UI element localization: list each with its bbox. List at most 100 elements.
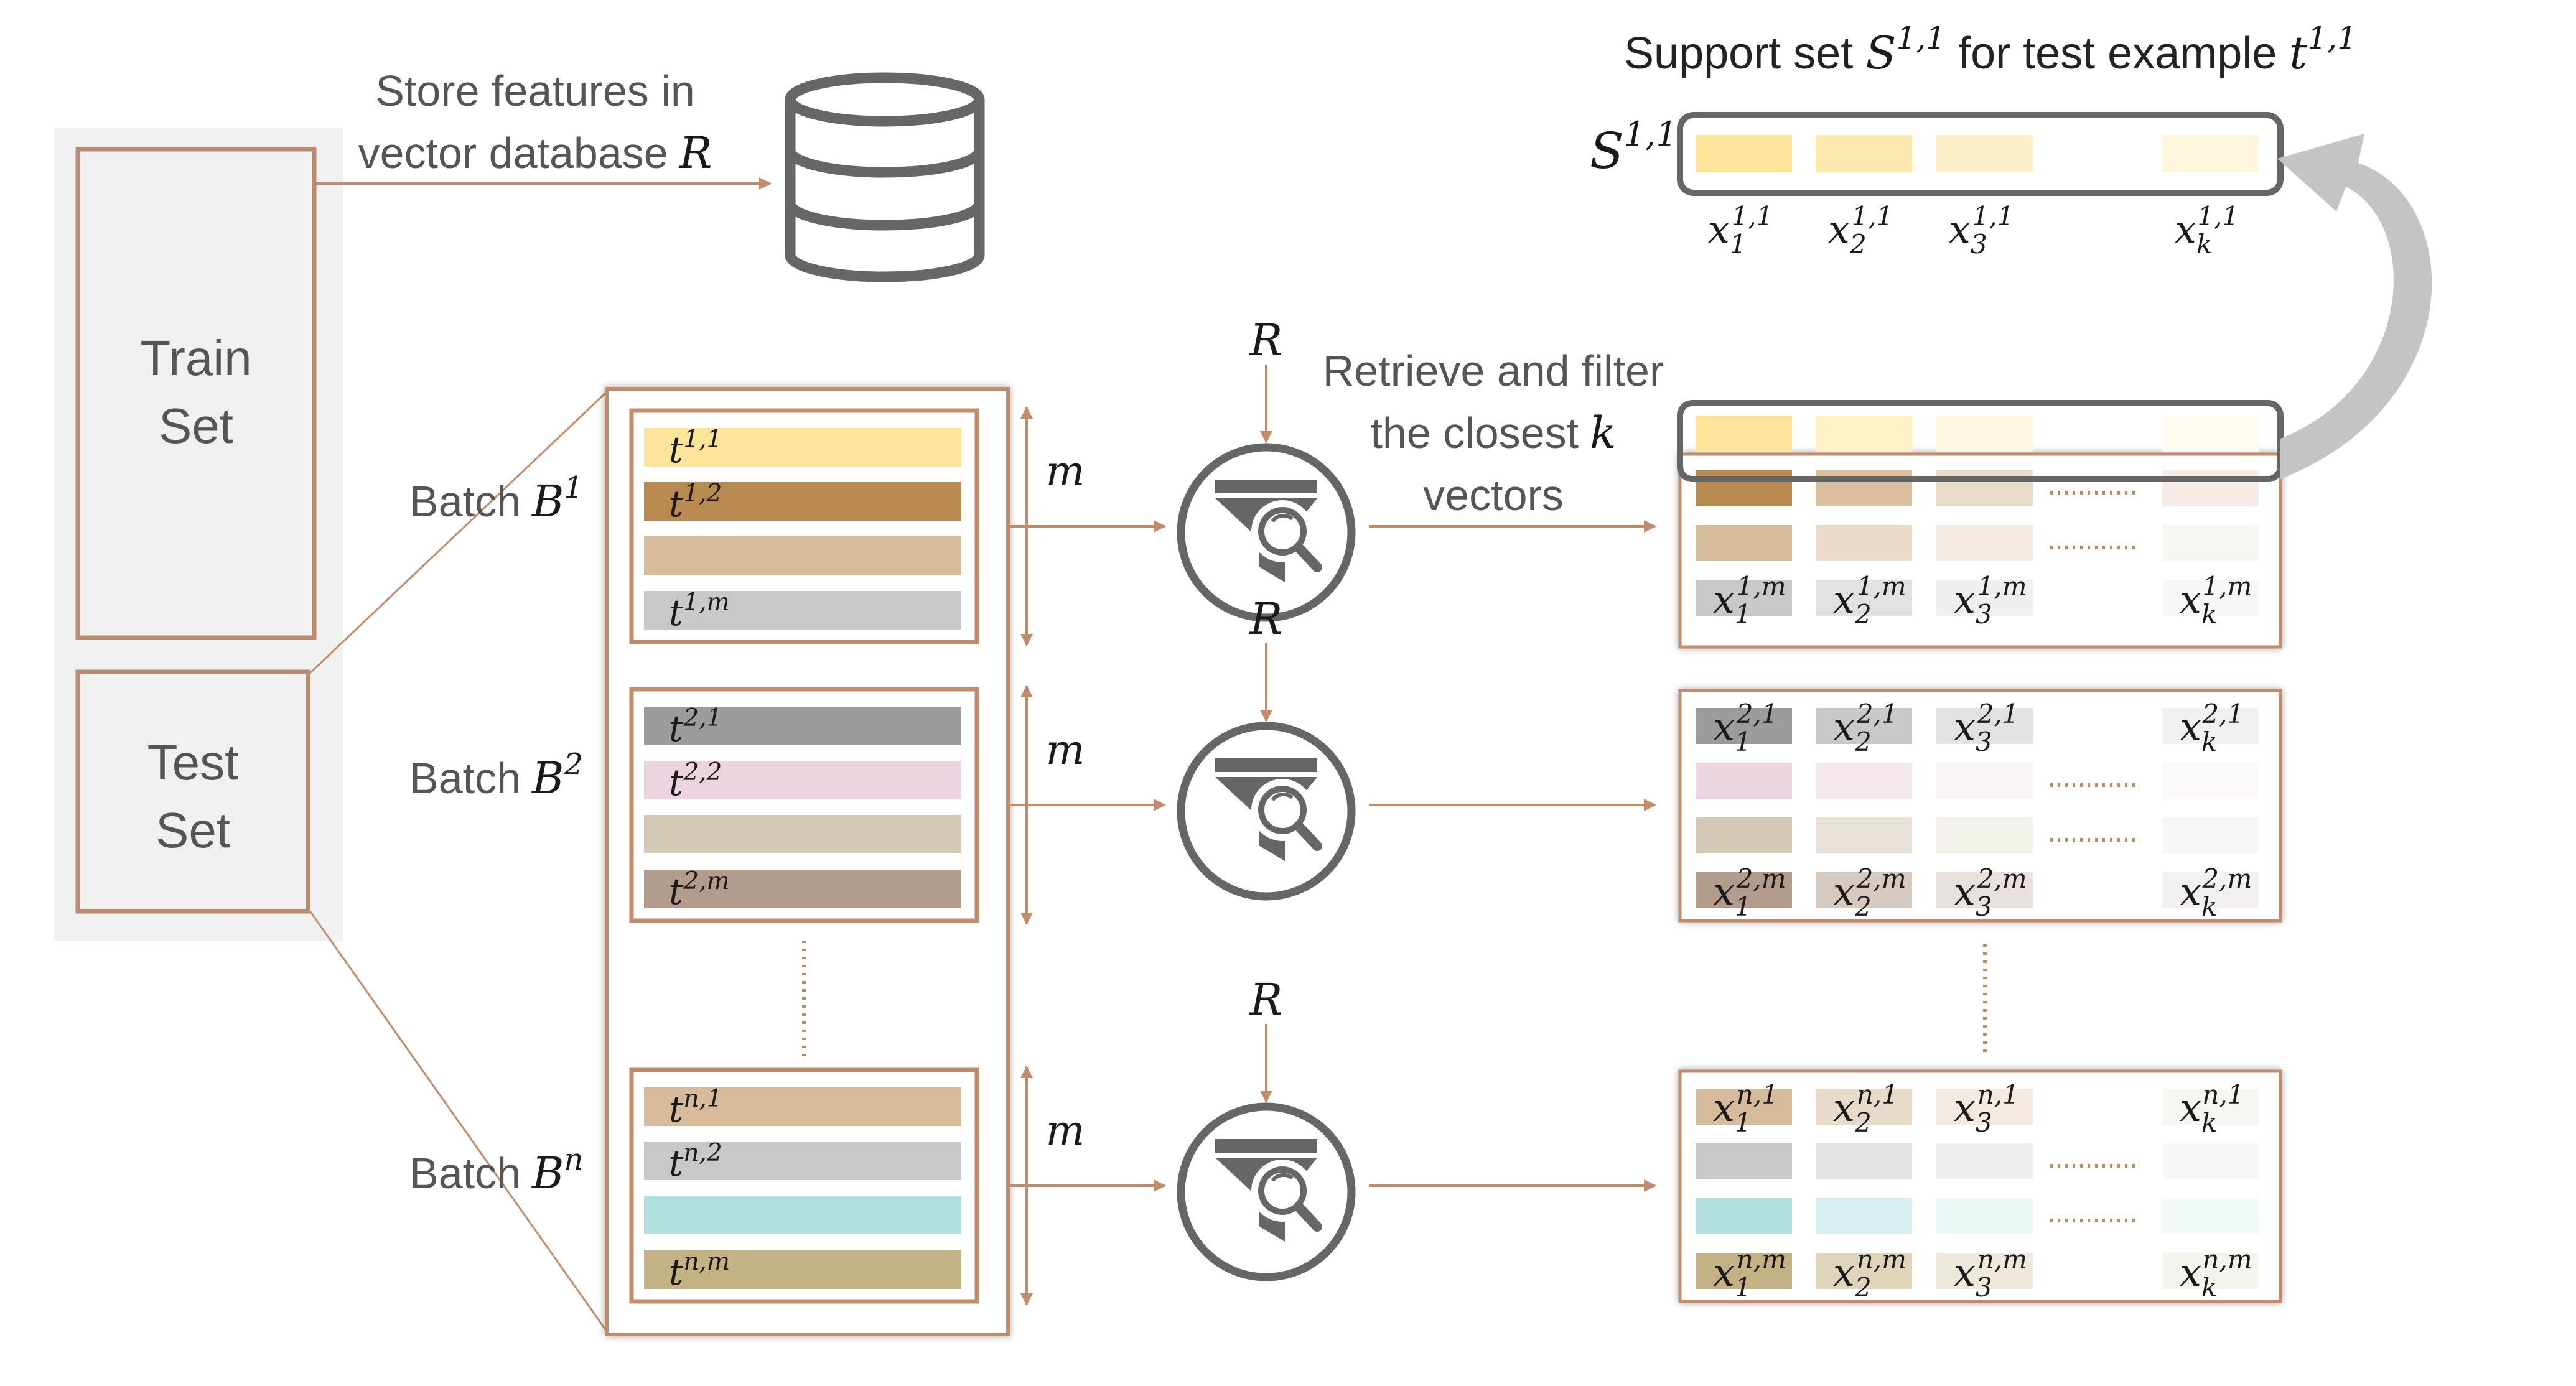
retrieved-vector-cell — [1936, 1089, 2033, 1125]
retrieved-vector-label: x1n,1 — [1713, 1079, 1778, 1138]
test-set-label-line2: Set — [156, 802, 230, 858]
retrieved-vector-cell — [1816, 470, 1912, 506]
support-vector-label: x31,1 — [1949, 201, 2014, 259]
retrieved-vector-cell — [1696, 817, 1792, 853]
retrieved-vector-cell — [1936, 763, 2033, 799]
store-caption-line1: Store features in — [375, 67, 695, 115]
retrieved-vector-label: x32,m — [1954, 863, 2027, 922]
batch-row-vector — [644, 482, 961, 521]
retrieved-vector-label: xkn,1 — [2180, 1079, 2244, 1138]
support-vector-cell — [2162, 135, 2259, 172]
batch-row-label: t1,1 — [669, 426, 722, 471]
retrieved-vector-cell — [1696, 1198, 1792, 1234]
database-ref-label: R — [1249, 315, 1283, 366]
retrieved-vector-label: xk2,m — [2180, 863, 2252, 922]
retrieved-vector-cell — [2162, 763, 2259, 799]
retrieved-vector-cell — [1696, 1253, 1792, 1289]
retrieved-vector-cell — [1696, 470, 1792, 506]
retrieved-vector-cell — [2162, 1198, 2259, 1234]
batch-row-label: tn,1 — [669, 1085, 722, 1130]
retrieved-vector-cell — [2162, 525, 2259, 561]
retrieved-vector-label: x2n,1 — [1833, 1079, 1898, 1138]
database-ref-label: R — [1249, 974, 1283, 1025]
retrieved-vector-cell — [1816, 580, 1912, 616]
retrieved-vector-cell — [1696, 763, 1792, 799]
retrieved-vector-label: x31,m — [1954, 571, 2027, 630]
batch-row-label: tn,m — [669, 1248, 730, 1293]
batch-row-vector — [644, 591, 961, 630]
retrieved-vector-label: x12,m — [1713, 863, 1786, 922]
retrieved-vector-cell — [1936, 580, 2033, 616]
retrieved-vector-cell — [1936, 1198, 2033, 1234]
filter-search-icon — [1181, 726, 1351, 896]
train-set-label-line2: Set — [159, 398, 233, 453]
batch-row-vector — [644, 815, 961, 853]
retrieved-vector-label: xk1,m — [2180, 571, 2252, 630]
retrieved-vector-cell — [1816, 1198, 1912, 1234]
batch-row-vector — [644, 707, 961, 745]
retrieved-vector-label: x2n,m — [1833, 1244, 1906, 1303]
retrieved-vector-cell — [2162, 872, 2259, 908]
train-set-label-line1: Train — [140, 330, 251, 386]
retrieved-vector-label: x12,1 — [1713, 699, 1778, 757]
retrieved-vector-cell — [2162, 817, 2259, 853]
batch-row-vector — [644, 761, 961, 799]
support-vector-label: x11,1 — [1708, 201, 1773, 259]
retrieved-vector-cell — [1936, 1253, 2033, 1289]
batch-row-label: t2,2 — [669, 758, 722, 804]
filter-search-icon — [1181, 447, 1351, 618]
batch-size-label: m — [1046, 447, 1085, 495]
batch-row-vector — [644, 1250, 961, 1289]
retrieved-vector-cell — [1696, 1089, 1792, 1125]
retrieved-vector-cell — [1816, 1253, 1912, 1289]
retrieve-caption-line1: Retrieve and filter — [1323, 347, 1664, 395]
batch-row-vector — [644, 1142, 961, 1180]
support-set-curved-arrow — [2277, 134, 2432, 479]
batch-row-vector — [644, 536, 961, 575]
batch-row-label: t1,2 — [669, 480, 722, 525]
batch-row-vector — [644, 428, 961, 467]
retrieved-vector-cell — [1936, 470, 2033, 506]
retrieved-vector-label: x3n,1 — [1954, 1079, 2019, 1138]
batch-row-vector — [644, 870, 961, 908]
retrieved-vector-cell — [1696, 416, 1792, 452]
retrieved-vector-cell — [1936, 817, 2033, 853]
retrieved-vector-cell — [2162, 416, 2259, 452]
retrieved-vector-label: x21,m — [1833, 571, 1906, 630]
retrieved-vector-cell — [1816, 817, 1912, 853]
retrieved-vector-cell — [2162, 580, 2259, 616]
retrieved-vector-cell — [1816, 872, 1912, 908]
retrieved-vector-label: x3n,m — [1954, 1244, 2027, 1303]
retrieved-vector-cell — [1696, 872, 1792, 908]
database-icon — [785, 72, 985, 282]
retrieved-vector-cell — [2162, 470, 2259, 506]
retrieved-vector-cell — [1936, 708, 2033, 744]
retrieved-vector-cell — [1936, 1143, 2033, 1179]
support-vector-cell — [1816, 135, 1912, 172]
retrieved-vector-cell — [1696, 580, 1792, 616]
test-set-box: Test Set — [75, 669, 310, 914]
test-set-fan-lines — [307, 391, 608, 1332]
filter-search-icon — [1181, 1107, 1351, 1277]
support-vector-label: x21,1 — [1828, 201, 1893, 259]
train-set-box: Train Set — [75, 147, 317, 640]
retrieve-caption-line3: vectors — [1423, 471, 1564, 519]
retrieved-vector-cell — [1816, 416, 1912, 452]
retrieved-vector-cell — [1816, 1089, 1912, 1125]
retrieved-vector-cell — [1936, 872, 2033, 908]
retrieved-vector-cell — [2162, 1089, 2259, 1125]
batch-size-label: m — [1046, 726, 1085, 774]
retrieved-vector-cell — [1816, 763, 1912, 799]
